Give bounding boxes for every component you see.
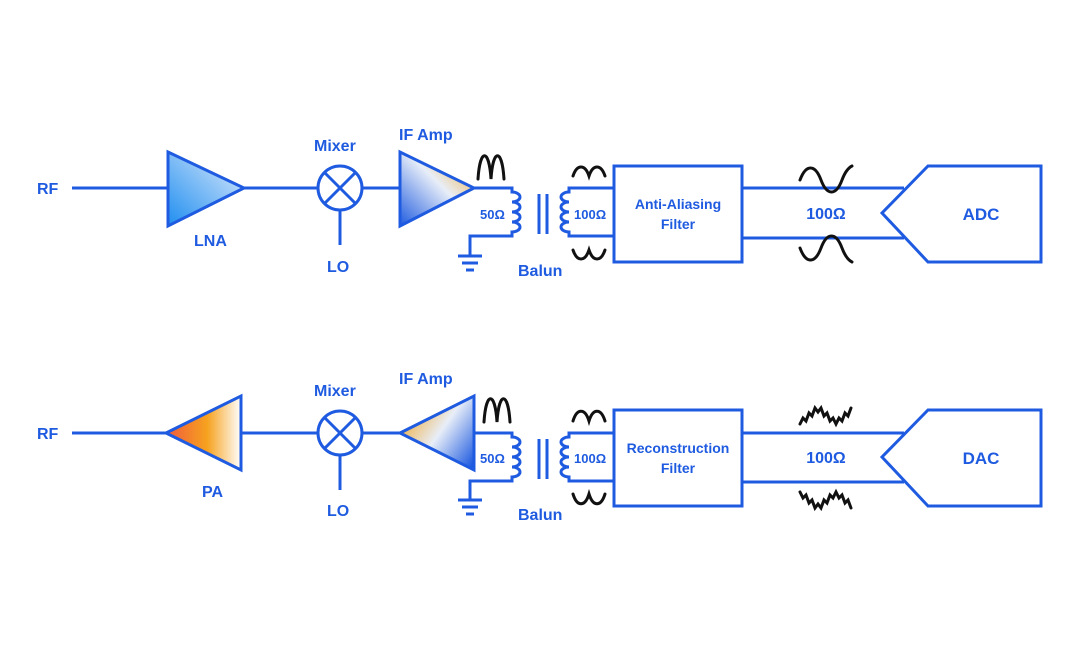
tx-positive-waveform-icon bbox=[571, 409, 607, 427]
tx-negative-waveform-icon bbox=[571, 488, 607, 506]
rx-mixer-icon bbox=[316, 164, 364, 212]
tx-filter-label-line1: Reconstruction bbox=[627, 440, 730, 456]
tx-filter-label-line2: Filter bbox=[661, 460, 696, 476]
rx-diff-positive-waveform-icon bbox=[798, 164, 854, 194]
rx-secondary-impedance-label: 100Ω bbox=[574, 207, 606, 222]
tx-balun-transformer-icon bbox=[458, 431, 614, 516]
tx-if-amp-label: IF Amp bbox=[399, 371, 453, 388]
rx-filter-label-line1: Anti-Aliasing bbox=[635, 196, 721, 212]
tx-balun-label: Balun bbox=[518, 507, 562, 524]
transmit-chain: RF PA Mixer LO IF Amp 50Ω 100Ω Balun bbox=[37, 371, 1043, 524]
tx-diff-positive-stepped-waveform-icon bbox=[798, 404, 853, 428]
anti-aliasing-filter-box bbox=[612, 164, 744, 264]
tx-secondary-impedance-label: 100Ω bbox=[574, 451, 606, 466]
reconstruction-filter-box bbox=[612, 408, 744, 508]
rx-positive-waveform-icon bbox=[571, 165, 607, 181]
tx-if-waveform-icon bbox=[482, 397, 512, 424]
tx-mixer-icon bbox=[316, 409, 364, 457]
rx-filter-label-line2: Filter bbox=[661, 216, 696, 232]
adc-block bbox=[879, 164, 1043, 264]
receive-chain: RF LNA Mixer LO IF Amp 50Ω 100Ω Balun bbox=[37, 127, 1043, 280]
rx-rf-input-label: RF bbox=[37, 181, 59, 198]
dac-label: DAC bbox=[963, 449, 1000, 468]
tx-rf-output-label: RF bbox=[37, 426, 59, 443]
dac-block bbox=[879, 408, 1043, 508]
pa-label: PA bbox=[202, 484, 223, 501]
tx-primary-impedance-label: 50Ω bbox=[480, 451, 505, 466]
lna-label: LNA bbox=[194, 233, 227, 250]
rx-if-waveform-icon bbox=[476, 154, 506, 181]
rx-primary-impedance-label: 50Ω bbox=[480, 207, 505, 222]
rx-diff-negative-waveform-icon bbox=[798, 234, 854, 264]
tx-diff-negative-stepped-waveform-icon bbox=[798, 488, 853, 512]
rx-balun-label: Balun bbox=[518, 263, 562, 280]
rx-lo-label: LO bbox=[327, 259, 349, 276]
rx-mixer-label: Mixer bbox=[314, 138, 356, 155]
tx-mixer-label: Mixer bbox=[314, 383, 356, 400]
rx-negative-waveform-icon bbox=[571, 245, 607, 261]
rx-balun-transformer-icon bbox=[458, 186, 614, 272]
tx-diff-impedance-label: 100Ω bbox=[806, 450, 846, 467]
rx-diff-impedance-label: 100Ω bbox=[806, 206, 846, 223]
tx-if-amp-icon bbox=[396, 393, 476, 473]
rx-if-amp-label: IF Amp bbox=[399, 127, 453, 144]
lna-amplifier-icon bbox=[166, 149, 248, 229]
adc-label: ADC bbox=[963, 205, 1000, 224]
pa-amplifier-icon bbox=[162, 393, 243, 473]
tx-lo-label: LO bbox=[327, 503, 349, 520]
rx-if-amp-icon bbox=[398, 149, 478, 229]
